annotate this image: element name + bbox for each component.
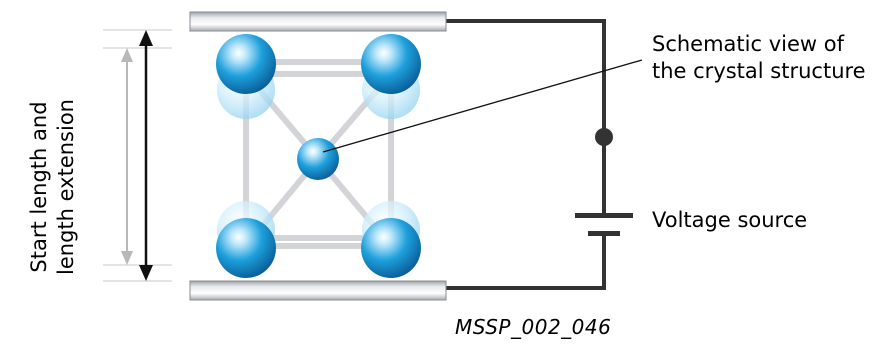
voltage-source-symbol xyxy=(575,213,633,236)
top-electrode-plate xyxy=(189,11,447,32)
bottom-electrode-plate xyxy=(189,280,447,301)
length-label-line2: length extension xyxy=(54,99,78,275)
crystal-structure-label-line2: the crystal structure xyxy=(652,59,866,83)
atom-bottom-left xyxy=(216,218,276,278)
length-extension-arrow xyxy=(139,30,153,281)
crystal-structure-label: Schematic view of the crystal structure xyxy=(652,31,866,85)
crystal-label-leader xyxy=(322,59,643,153)
figure-code: MSSP_002_046 xyxy=(455,315,612,339)
atom-top-left xyxy=(216,34,276,94)
length-label: Start length and length extension xyxy=(26,82,80,292)
circuit-node xyxy=(595,128,613,146)
length-label-line1: Start length and xyxy=(27,101,51,273)
start-length-arrow xyxy=(121,48,133,265)
voltage-source-label: Voltage source xyxy=(652,208,808,232)
atom-top-right xyxy=(361,34,421,94)
length-reference-lines xyxy=(103,29,172,282)
crystal-atoms xyxy=(216,34,421,278)
atom-bottom-right xyxy=(361,218,421,278)
crystal-structure-label-line1: Schematic view of xyxy=(652,32,844,56)
atom-center xyxy=(297,138,339,180)
circuit-wire xyxy=(446,19,606,290)
